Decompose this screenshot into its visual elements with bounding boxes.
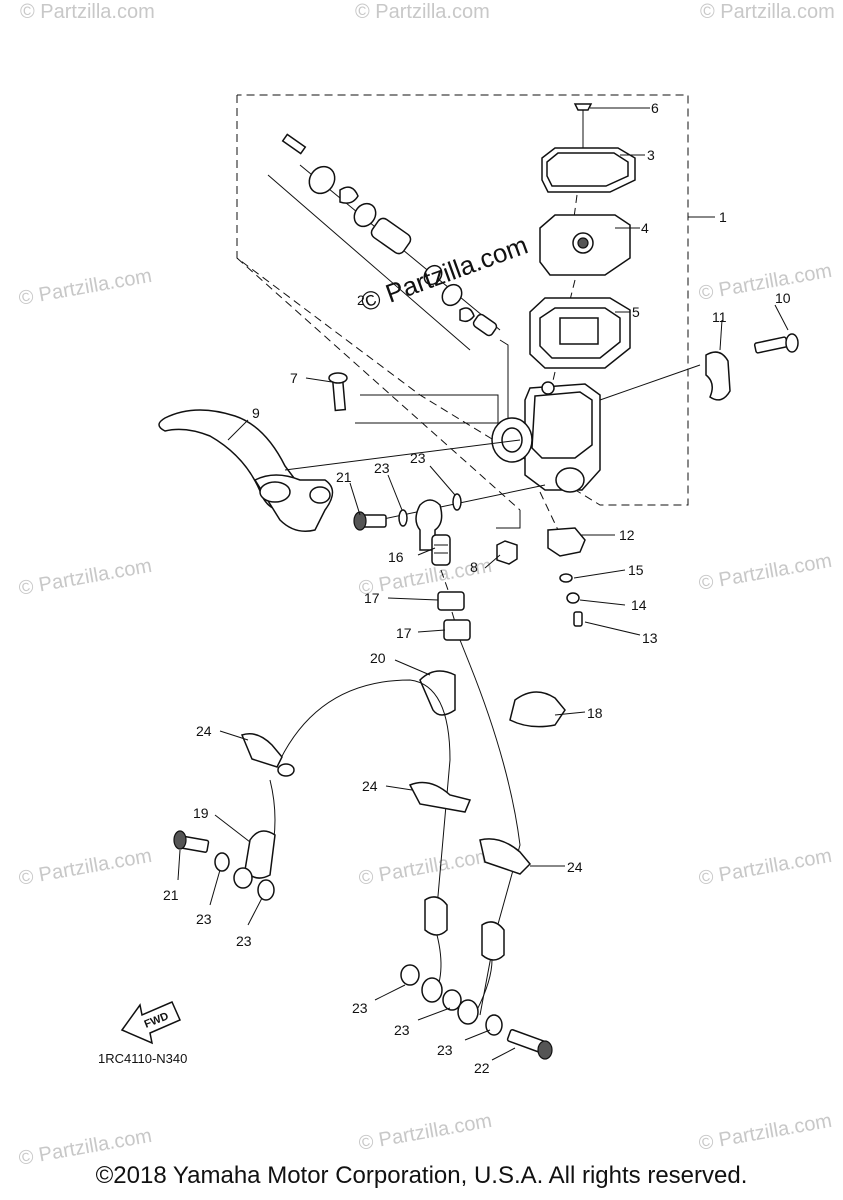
watermark: © Partzilla.com bbox=[20, 1, 155, 23]
callout-23: 23 bbox=[236, 933, 252, 949]
banjo-lower bbox=[400, 896, 553, 1060]
lever-assembly bbox=[158, 372, 521, 565]
watermark: © Partzilla.com bbox=[357, 845, 494, 890]
callout-16: 16 bbox=[388, 549, 404, 565]
watermark: © Partzilla.com bbox=[697, 1110, 834, 1155]
boundary-lead bbox=[236, 257, 521, 511]
callout-24: 24 bbox=[196, 723, 212, 739]
callout-17: 17 bbox=[364, 590, 380, 606]
callout-8: 8 bbox=[470, 559, 478, 575]
callout-24: 24 bbox=[567, 859, 583, 875]
callout-23: 23 bbox=[410, 450, 426, 466]
banjo-lower-left bbox=[173, 830, 276, 901]
callout-23: 23 bbox=[352, 1000, 368, 1016]
hose-upper bbox=[437, 569, 471, 666]
callout-2: 2 bbox=[357, 292, 365, 308]
callout-7: 7 bbox=[290, 370, 298, 386]
callout-21: 21 bbox=[336, 469, 352, 485]
watermark: © Partzilla.com bbox=[700, 1, 835, 23]
watermark: © Partzilla.com bbox=[17, 555, 154, 600]
callout-13: 13 bbox=[642, 630, 658, 646]
callout-9: 9 bbox=[252, 405, 260, 421]
fwd-arrow-icon bbox=[120, 1001, 181, 1045]
piston-kit bbox=[267, 133, 509, 420]
watermark: © Partzilla.com bbox=[697, 550, 834, 595]
callout-19: 19 bbox=[193, 805, 209, 821]
hose-clamps bbox=[240, 733, 532, 875]
watermark: © Partzilla.com bbox=[17, 845, 154, 890]
callout-10: 10 bbox=[775, 290, 791, 306]
callout-1: 1 bbox=[719, 209, 727, 225]
callout-11: 11 bbox=[712, 309, 727, 325]
watermark: © Partzilla.com bbox=[357, 1110, 494, 1155]
leader-lines bbox=[177, 107, 789, 1061]
banjo-upper bbox=[353, 484, 546, 566]
hose-protector bbox=[419, 670, 566, 728]
watermark: © Partzilla.com bbox=[355, 1, 490, 23]
callout-23: 23 bbox=[196, 911, 212, 927]
handlebar-clamp bbox=[705, 333, 799, 401]
reservoir-parts bbox=[529, 103, 636, 369]
master-cylinder-body bbox=[491, 364, 701, 493]
copyright-notice: ©2018 Yamaha Motor Corporation, U.S.A. A… bbox=[95, 1162, 748, 1189]
callout-labels: 1 2 3 4 5 6 7 8 9 10 11 12 13 14 15 16 1… bbox=[163, 100, 791, 1076]
callout-14: 14 bbox=[631, 597, 647, 613]
callout-24: 24 bbox=[362, 778, 378, 794]
callout-3: 3 bbox=[647, 147, 655, 163]
watermark: © Partzilla.com bbox=[697, 845, 834, 890]
callout-17: 17 bbox=[396, 625, 412, 641]
callout-12: 12 bbox=[619, 527, 635, 543]
callout-20: 20 bbox=[370, 650, 386, 666]
callout-23: 23 bbox=[374, 460, 390, 476]
callout-6: 6 bbox=[651, 100, 659, 116]
callout-5: 5 bbox=[632, 304, 640, 320]
watermark: © Partzilla.com bbox=[17, 265, 154, 310]
watermark: © Partzilla.com bbox=[697, 260, 834, 305]
callout-4: 4 bbox=[641, 220, 649, 236]
brake-switch bbox=[539, 491, 586, 627]
callout-18: 18 bbox=[587, 705, 603, 721]
callout-15: 15 bbox=[628, 562, 644, 578]
callout-23: 23 bbox=[394, 1022, 410, 1038]
callout-22: 22 bbox=[474, 1060, 490, 1076]
callout-23: 23 bbox=[437, 1042, 453, 1058]
fwd-arrow: FWD bbox=[120, 1001, 181, 1045]
diagram-code: 1RC4110-N340 bbox=[98, 1051, 187, 1066]
callout-21: 21 bbox=[163, 887, 179, 903]
